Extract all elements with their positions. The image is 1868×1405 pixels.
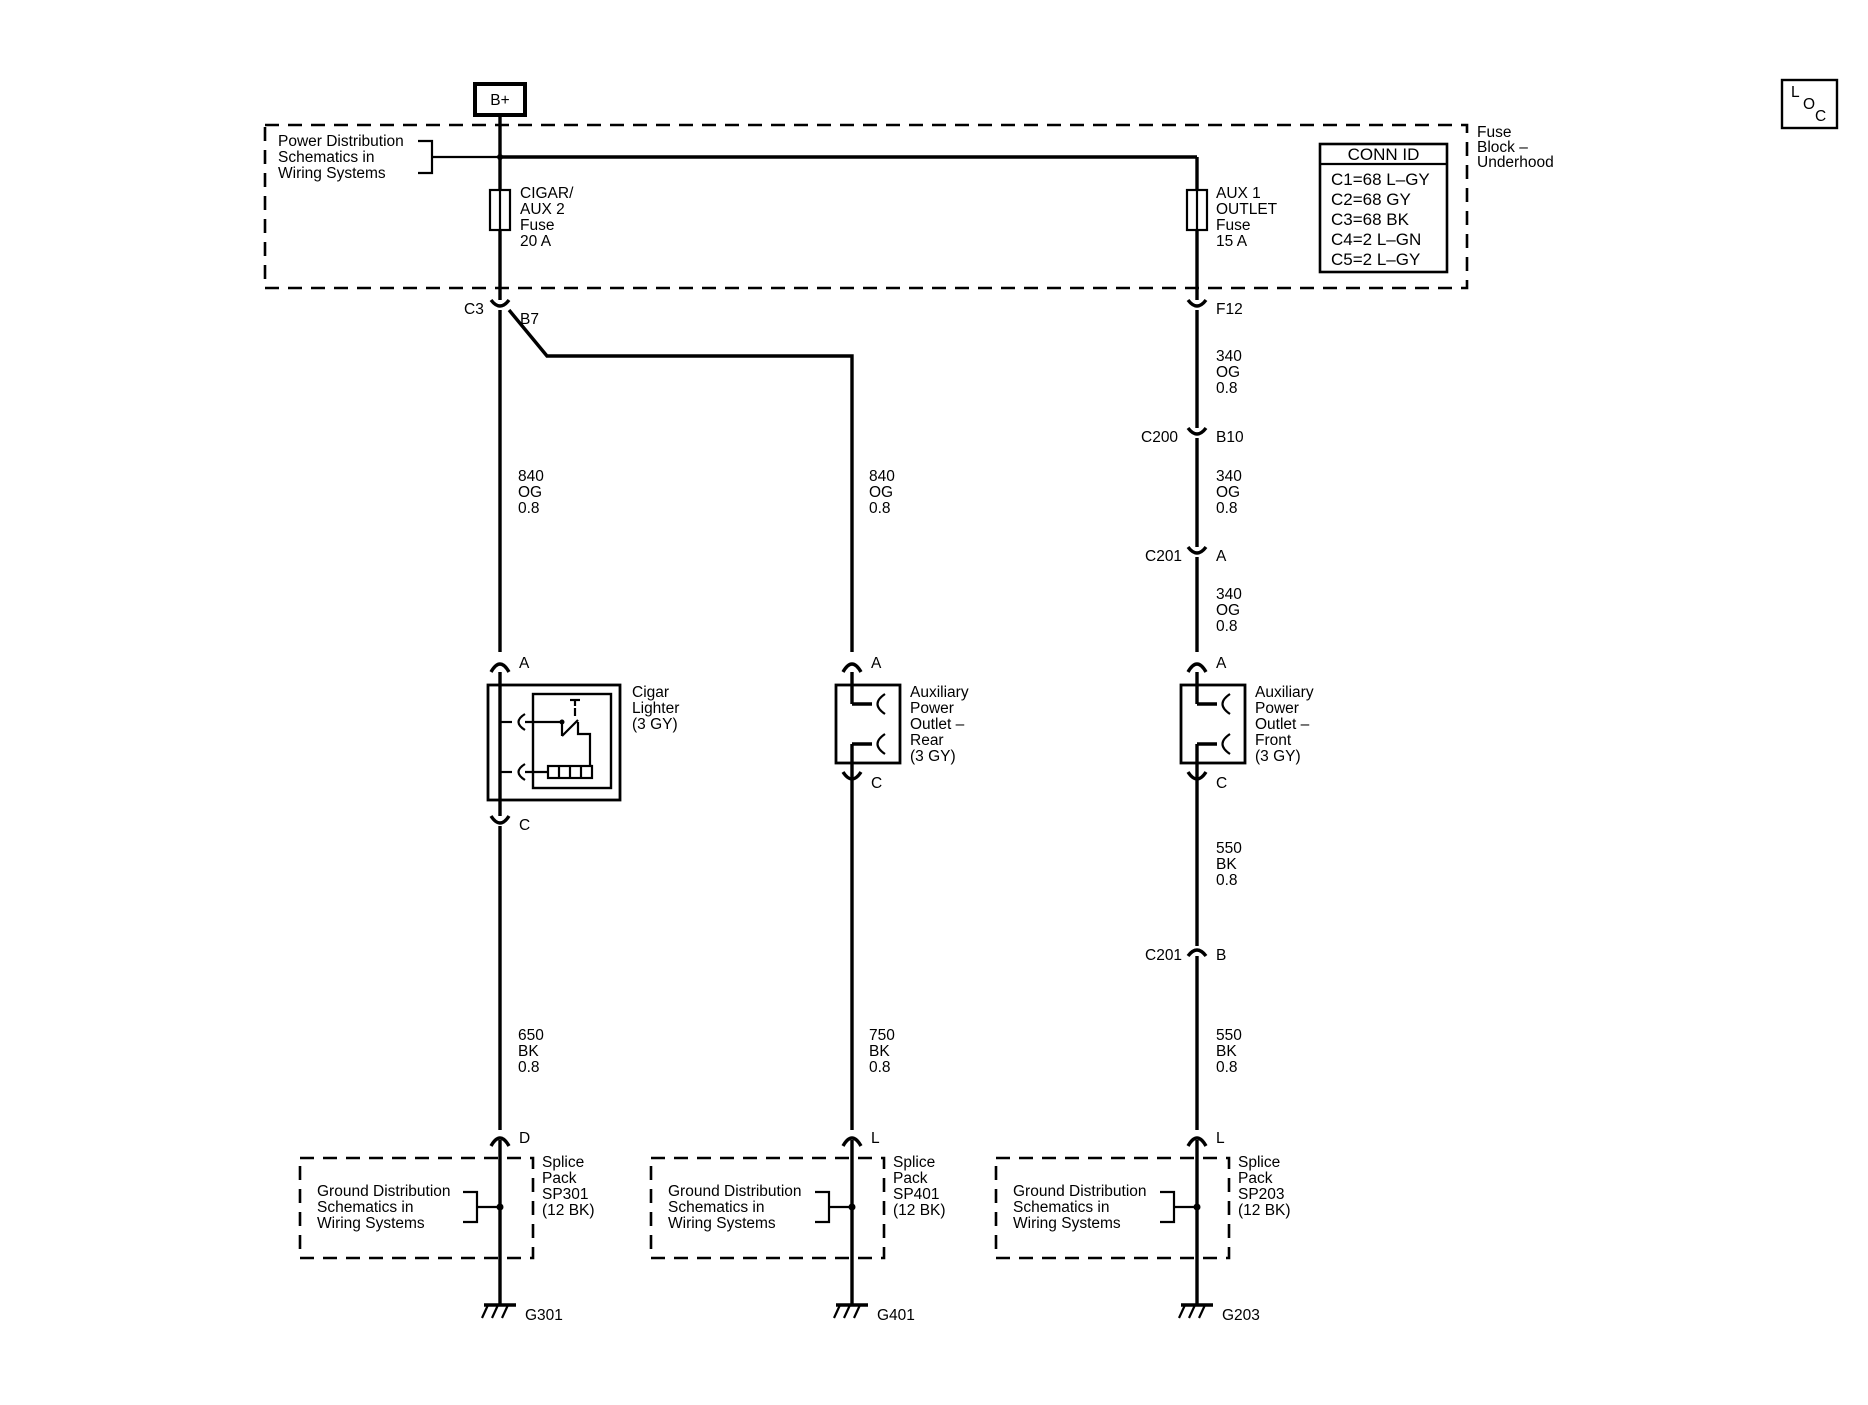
ground-distribution-ref: Ground Distribution Schematics in Wiring… — [1013, 1183, 1151, 1232]
connector-pin: B — [1216, 947, 1226, 964]
connector-pin: B10 — [1216, 429, 1244, 446]
power-distribution-ref: Power Distribution Schematics in Wiring … — [278, 133, 408, 182]
conn-id-table: CONN ID C1=68 L–GY C2=68 GY C3=68 BK C4=… — [1318, 142, 1449, 274]
pin-label: L — [871, 1130, 880, 1147]
splice-pack-label: Splice Pack SP301 (12 BK) — [542, 1154, 595, 1219]
connector-c201-b: C201 B — [1145, 947, 1226, 964]
aux-power-outlet-front: A Auxiliary Power Outlet – Front (3 GY) … — [1179, 655, 1318, 792]
pin-label: C — [871, 775, 882, 792]
ground-label: G401 — [877, 1307, 915, 1324]
connector-label: C3 — [464, 301, 484, 318]
location-symbol: L O C — [1780, 78, 1839, 130]
ground-symbol-icon — [833, 1303, 868, 1319]
connector-pin: F12 — [1216, 301, 1243, 318]
conn-id-row: C3=68 BK — [1331, 210, 1410, 229]
pin-label: D — [519, 1130, 530, 1147]
connector-label: C201 — [1145, 947, 1182, 964]
connector-label: C200 — [1141, 429, 1178, 446]
loc-c: C — [1815, 108, 1826, 125]
pin-label: A — [871, 655, 882, 672]
aux-rear-label: Auxiliary Power Outlet – Rear (3 GY) — [910, 684, 973, 765]
conn-id-row: C2=68 GY — [1331, 190, 1411, 209]
fuse-block-underhood: Fuse Block – Underhood Power Distributio… — [263, 123, 1554, 290]
connector-c200: C200 B10 — [1141, 426, 1244, 446]
fuse-block-outline — [263, 123, 1469, 290]
conn-id-header: CONN ID — [1348, 145, 1420, 164]
connector-pin: A — [1216, 548, 1227, 565]
ground-label: G203 — [1222, 1307, 1260, 1324]
wires — [498, 115, 1199, 1305]
loc-l: L — [1791, 84, 1800, 101]
conn-id-row: C5=2 L–GY — [1331, 250, 1420, 269]
splice-pack-label: Splice Pack SP203 (12 BK) — [1238, 1154, 1291, 1219]
ground-distribution-ref: Ground Distribution Schematics in Wiring… — [668, 1183, 806, 1232]
cigar-lighter-label: Cigar Lighter (3 GY) — [632, 684, 684, 733]
conn-id-row: C4=2 L–GN — [1331, 230, 1421, 249]
svg-text:AUX 1 OUTLET F: AUX 1 OUTLET Fuse 15 A — [1216, 185, 1281, 250]
connector-f12: F12 — [1186, 298, 1243, 318]
battery-terminal: B+ — [473, 82, 527, 117]
loc-o: O — [1803, 96, 1815, 113]
ground-label: G301 — [525, 1307, 563, 1324]
connector-c3-b7: C3 B7 — [464, 298, 539, 328]
fuse-block-title: Fuse Block – Underhood — [1477, 124, 1554, 171]
connector-pin: B7 — [520, 311, 539, 328]
pin-label: A — [519, 655, 530, 672]
pin-label: A — [1216, 655, 1227, 672]
conn-id-row: C1=68 L–GY — [1331, 170, 1430, 189]
fuse-aux1-outlet: AUX 1 OUTLET Fuse 15 A — [1185, 185, 1281, 250]
pin-label: C — [1216, 775, 1227, 792]
fuse-cigar-aux2: CIGAR/ AUX 2 Fuse 20 A — [488, 185, 578, 250]
cigar-lighter: A Cigar Lighter (3 GY) C — [486, 655, 684, 834]
aux-front-label: Auxiliary Power Outlet – Front (3 GY) — [1255, 684, 1318, 765]
splice-pack-sp203: L Ground Distribution Schematics in Wiri… — [994, 1130, 1291, 1324]
connector-c201-a: C201 A — [1145, 545, 1227, 565]
ground-symbol-icon — [481, 1303, 516, 1319]
ground-symbol-icon — [1178, 1303, 1213, 1319]
splice-pack-label: Splice Pack SP401 (12 BK) — [893, 1154, 946, 1219]
connector-label: C201 — [1145, 548, 1182, 565]
svg-text:CIGAR/ AUX 2 F: CIGAR/ AUX 2 Fuse 20 A — [520, 185, 578, 250]
battery-label: B+ — [490, 92, 509, 109]
splice-pack-sp301: D Ground Distribution Schematics in Wiri… — [298, 1130, 595, 1324]
pin-label: C — [519, 817, 530, 834]
aux-power-outlet-rear: A Auxiliary Power Outlet – Rear (3 GY) C — [834, 655, 973, 792]
splice-pack-sp401: L Ground Distribution Schematics in Wiri… — [649, 1130, 946, 1324]
pin-label: L — [1216, 1130, 1225, 1147]
ground-distribution-ref: Ground Distribution Schematics in Wiring… — [317, 1183, 455, 1232]
